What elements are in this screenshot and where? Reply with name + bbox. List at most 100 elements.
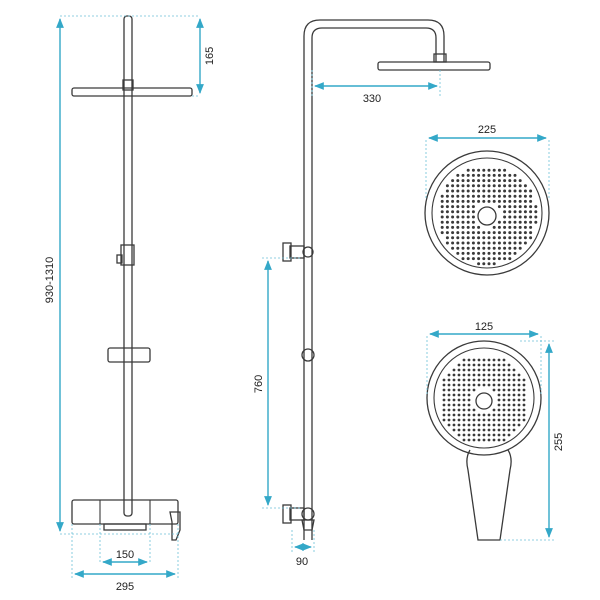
- nozzle-dot: [502, 368, 506, 372]
- nozzle-dot: [456, 189, 460, 193]
- nozzle-dot: [482, 373, 486, 377]
- nozzle-dot: [508, 241, 512, 245]
- nozzle-dot: [472, 428, 476, 432]
- nozzle-dot: [487, 246, 491, 250]
- nozzle-dot: [472, 373, 476, 377]
- nozzle-dot: [497, 378, 501, 382]
- nozzle-dot: [492, 438, 496, 442]
- nozzle-dot: [517, 418, 521, 422]
- nozzle-dot: [440, 205, 444, 209]
- nozzle-dot: [462, 438, 466, 442]
- nozzle-dot: [518, 246, 522, 250]
- side-slider-ball: [301, 348, 315, 362]
- nozzle-dot: [462, 368, 466, 372]
- nozzle-dot: [517, 423, 521, 427]
- dim-label-wall: 90: [296, 556, 308, 568]
- nozzle-dot: [477, 413, 481, 417]
- nozzle-dot: [442, 418, 446, 422]
- nozzle-dot: [507, 428, 511, 432]
- nozzle-dot: [451, 189, 455, 193]
- nozzle-dot: [497, 251, 501, 255]
- nozzle-dot: [445, 236, 449, 240]
- nozzle-dot: [456, 215, 460, 219]
- nozzle-dot: [502, 433, 506, 437]
- nozzle-dot: [487, 383, 491, 387]
- dim-label-slide: 760: [253, 375, 265, 393]
- nozzle-dot: [471, 199, 475, 203]
- nozzle-dot: [482, 179, 486, 183]
- nozzle-dot: [507, 403, 511, 407]
- nozzle-dot: [518, 210, 522, 214]
- nozzle-dot: [487, 433, 491, 437]
- nozzle-dot: [518, 215, 522, 219]
- nozzle-dot: [466, 179, 470, 183]
- nozzle-dot: [487, 168, 491, 172]
- nozzle-dot: [456, 220, 460, 224]
- nozzle-dot: [442, 408, 446, 412]
- nozzle-dot: [503, 179, 507, 183]
- nozzle-dot: [507, 378, 511, 382]
- nozzle-dot: [477, 189, 481, 193]
- nozzle-dot: [512, 378, 516, 382]
- nozzle-dot: [522, 408, 526, 412]
- nozzle-dot: [534, 205, 538, 209]
- nozzle-dot: [461, 246, 465, 250]
- nozzle-dot: [503, 194, 507, 198]
- nozzle-dot: [482, 251, 486, 255]
- nozzle-dot: [456, 251, 460, 255]
- nozzle-dot: [466, 225, 470, 229]
- nozzle-dot: [502, 403, 506, 407]
- nozzle-dot: [502, 378, 506, 382]
- nozzle-dot: [477, 257, 481, 261]
- nozzle-dot: [497, 408, 501, 412]
- nozzle-dot: [471, 210, 475, 214]
- nozzle-dot: [482, 368, 486, 372]
- nozzle-dot: [457, 398, 461, 402]
- nozzle-dot: [440, 215, 444, 219]
- nozzle-dot: [487, 173, 491, 177]
- nozzle-dot: [508, 173, 512, 177]
- nozzle-dot: [518, 199, 522, 203]
- nozzle-dot: [492, 368, 496, 372]
- nozzle-dot: [487, 194, 491, 198]
- side-head-connector: [433, 53, 447, 63]
- nozzle-dot: [517, 383, 521, 387]
- nozzle-dot: [447, 408, 451, 412]
- nozzle-dot: [497, 398, 501, 402]
- nozzle-dot: [508, 246, 512, 250]
- nozzle-dot: [477, 168, 481, 172]
- nozzle-dot: [487, 262, 491, 266]
- nozzle-dot: [503, 210, 507, 214]
- nozzle-dot: [466, 205, 470, 209]
- nozzle-dot: [523, 210, 527, 214]
- nozzle-dot: [466, 199, 470, 203]
- nozzle-dot: [457, 383, 461, 387]
- nozzle-dot: [497, 194, 501, 198]
- nozzle-dot: [471, 179, 475, 183]
- nozzle-dot: [452, 373, 456, 377]
- nozzle-dot: [507, 388, 511, 392]
- nozzle-dot: [487, 236, 491, 240]
- nozzle-dot: [440, 231, 444, 235]
- nozzle-dot: [442, 398, 446, 402]
- nozzle-dot: [466, 168, 470, 172]
- nozzle-dot: [497, 246, 501, 250]
- nozzle-dot: [456, 184, 460, 188]
- nozzle-dot: [517, 408, 521, 412]
- nozzle-dot: [472, 423, 476, 427]
- nozzle-dot: [492, 257, 496, 261]
- nozzle-dot: [462, 363, 466, 367]
- nozzle-dot: [477, 236, 481, 240]
- nozzle-dot: [487, 428, 491, 432]
- nozzle-dot: [503, 257, 507, 261]
- hand-shower-handle: [466, 449, 512, 541]
- nozzle-dot: [529, 194, 533, 198]
- nozzle-dot: [513, 220, 517, 224]
- nozzle-dot: [534, 215, 538, 219]
- nozzle-dot: [497, 199, 501, 203]
- nozzle-dot: [513, 173, 517, 177]
- nozzle-dot: [471, 236, 475, 240]
- nozzle-dot: [467, 383, 471, 387]
- nozzle-dot: [482, 241, 486, 245]
- nozzle-dot: [471, 194, 475, 198]
